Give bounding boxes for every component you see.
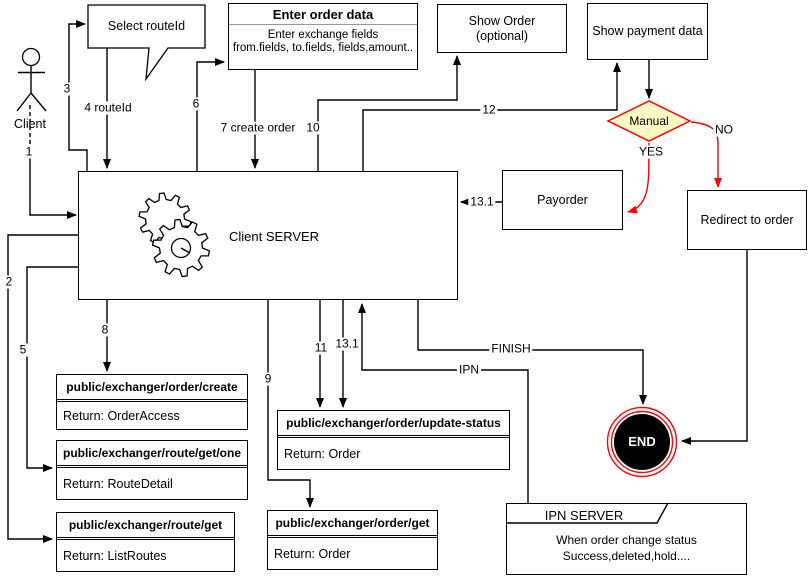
- edge-label-11: 11: [312, 340, 330, 355]
- edge-6-line: [196, 58, 225, 171]
- edge-label-yes: YES: [636, 144, 666, 159]
- edge-label-5: 5: [17, 342, 29, 357]
- enter-order-data-body: Enter exchange fields from.fields, to.fi…: [229, 25, 417, 55]
- api-order-create-title: public/exchanger/order/create: [66, 380, 238, 394]
- edge-label-7: 7 create order: [218, 120, 298, 135]
- redirect-to-order-node: Redirect to order: [687, 190, 807, 250]
- api-order-create-node: public/exchanger/order/create Return: Or…: [56, 374, 248, 430]
- edge-label-6: 6: [190, 96, 202, 111]
- edge-label-3: 3: [61, 81, 73, 96]
- edge-label-4: 4 routeId: [82, 100, 134, 115]
- manual-decision-label: Manual: [629, 114, 669, 128]
- api-order-get-divider: [268, 535, 437, 538]
- edge-12-line: [362, 62, 621, 171]
- ipn-server-body: When order change status Success,deleted…: [507, 532, 746, 564]
- api-route-get-one-return: Return: RouteDetail: [63, 476, 173, 491]
- edge-label-8: 8: [99, 322, 111, 337]
- enter-order-data-line2: from.fields, to.fields, fields,amount..: [232, 42, 414, 54]
- edge-label-13-down: 13.1: [333, 336, 361, 351]
- show-order-line2: (optional): [475, 28, 529, 43]
- payorder-node: Payorder: [502, 170, 623, 230]
- edge-label-finish: FINISH: [489, 341, 533, 356]
- api-update-status-node: public/exchanger/order/update-status Ret…: [277, 410, 510, 470]
- edge-9-line: [267, 300, 314, 508]
- api-update-status-title: public/exchanger/order/update-status: [286, 416, 501, 430]
- api-route-get-one-node: public/exchanger/route/get/one Return: R…: [56, 440, 248, 500]
- edge-label-no: NO: [713, 122, 735, 137]
- api-route-get-node: public/exchanger/route/get Return: ListR…: [56, 512, 235, 572]
- show-order-line1: Show Order: [468, 13, 536, 28]
- api-order-get-node: public/exchanger/order/get Return: Order: [267, 510, 438, 570]
- edge-redirect-to-end-line: [681, 250, 748, 445]
- api-order-create-divider: [57, 399, 247, 402]
- edge-label-13-payorder: 13.1: [468, 194, 496, 209]
- enter-order-data-title: Enter order data: [229, 4, 417, 25]
- enter-order-data-line1: Enter exchange fields: [267, 29, 379, 41]
- api-route-get-one-title: public/exchanger/route/get/one: [62, 446, 242, 460]
- ipn-server-line1: When order change status: [556, 533, 697, 547]
- select-routeid-label: Select routeId: [107, 19, 186, 33]
- edge-5-line: [26, 266, 78, 472]
- show-payment-node: Show payment data: [587, 3, 708, 60]
- api-order-get-return: Return: Order: [274, 546, 351, 561]
- enter-order-data-node: Enter order data Enter exchange fields f…: [228, 3, 418, 70]
- client-server-node: Client SERVER: [78, 171, 458, 300]
- edge-label-1: 1: [23, 144, 35, 159]
- edge-ipn-line: [358, 303, 529, 503]
- edge-label-9: 9: [262, 371, 274, 386]
- actor-client-label: Client: [14, 117, 46, 131]
- edge-label-ipn: IPN: [456, 362, 482, 377]
- api-order-create-return: Return: OrderAccess: [63, 408, 180, 423]
- edge-1-line: [29, 158, 77, 219]
- edge-label-12: 12: [480, 102, 498, 117]
- edge-10-line: [317, 55, 461, 171]
- api-route-get-divider: [57, 537, 234, 540]
- edge-3-line: [68, 20, 88, 171]
- api-order-get-title: public/exchanger/order/get: [275, 516, 430, 530]
- api-route-get-title: public/exchanger/route/get: [68, 518, 223, 532]
- api-route-get-one-divider: [57, 465, 247, 468]
- end-label: END: [628, 434, 656, 449]
- ipn-server-line2: Success,deleted,hold....: [562, 549, 691, 563]
- api-route-get-return: Return: ListRoutes: [63, 548, 167, 563]
- api-update-status-return: Return: Order: [284, 446, 361, 461]
- client-server-label: Client SERVER: [229, 229, 320, 244]
- ipn-server-title: IPN SERVER: [544, 507, 624, 523]
- actor-client-icon: [16, 47, 47, 112]
- show-order-node: Show Order (optional): [437, 4, 567, 53]
- ipn-server-node: IPN SERVER When order change status Succ…: [506, 503, 747, 575]
- edge-label-2: 2: [3, 274, 15, 289]
- edge-label-10: 10: [304, 120, 322, 135]
